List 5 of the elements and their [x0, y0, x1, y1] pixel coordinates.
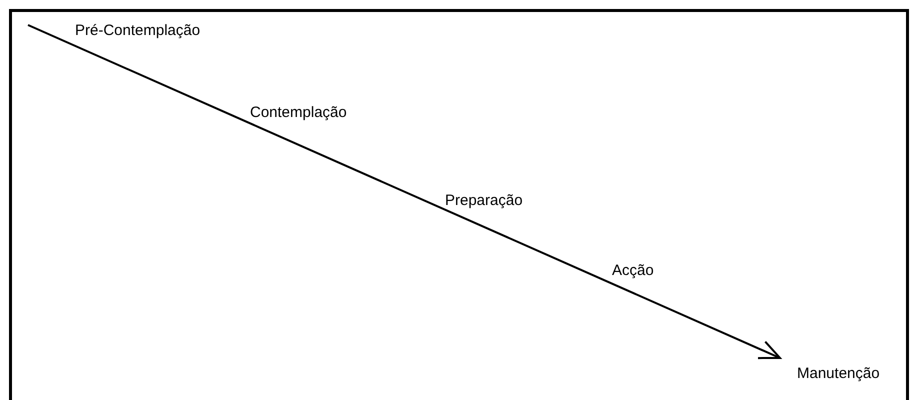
stage-label: Preparação — [445, 192, 523, 210]
stage-label: Acção — [612, 262, 654, 280]
stage-label: Pré-Contemplação — [75, 22, 200, 40]
stage-label: Manutenção — [797, 365, 880, 383]
stage-label: Contemplação — [250, 104, 347, 122]
